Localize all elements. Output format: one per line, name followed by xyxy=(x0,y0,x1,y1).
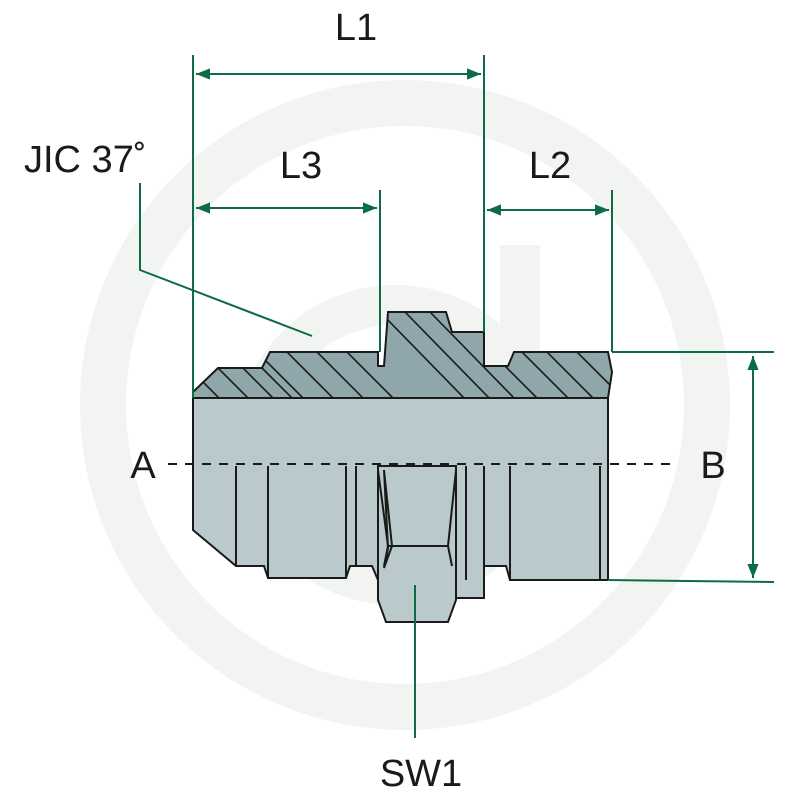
label-jic: JIC 37˚ xyxy=(24,139,146,181)
label-b: B xyxy=(700,445,725,487)
fitting-thread-section xyxy=(192,311,614,399)
leader-jic xyxy=(139,183,313,337)
label-a: A xyxy=(130,445,156,487)
label-sw1: SW1 xyxy=(380,753,462,795)
hex-nut xyxy=(377,465,457,623)
label-l2: L2 xyxy=(529,145,571,187)
label-l3: L3 xyxy=(280,145,322,187)
extension-lines xyxy=(192,55,775,583)
label-l1: L1 xyxy=(335,7,377,49)
